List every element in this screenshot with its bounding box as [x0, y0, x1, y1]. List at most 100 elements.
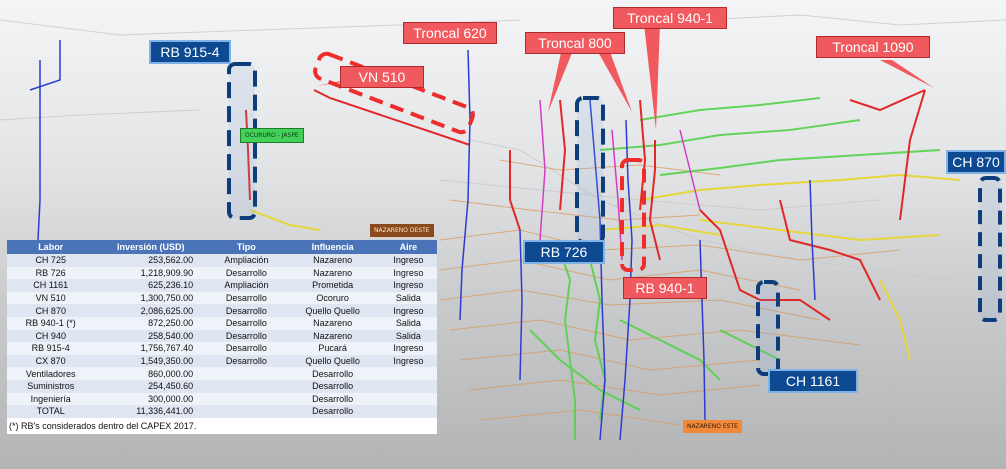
table-cell: Ingreso	[379, 304, 437, 317]
header-influencia: Influencia	[285, 240, 380, 254]
table-cell: 860,000.00	[94, 367, 208, 380]
table-cell: RB 915-4	[7, 342, 95, 355]
table-cell: Desarrollo	[207, 291, 286, 305]
table-cell: 1,549,350.00	[94, 354, 208, 368]
table-cell: Desarrollo	[207, 342, 286, 355]
table-cell: Quello Quello	[285, 354, 380, 368]
table-cell	[207, 405, 286, 418]
table-cell: Ingeniería	[7, 392, 95, 406]
table-cell: Ingreso	[379, 354, 437, 368]
table-cell: Nazareno	[285, 254, 380, 267]
header-tipo: Tipo	[207, 240, 286, 254]
table-cell	[207, 367, 286, 380]
labor-table: Labor Inversión (USD) Tipo Influencia Ai…	[7, 240, 437, 418]
table-cell: Pucará	[285, 342, 380, 355]
table-cell: 253,562.00	[94, 254, 208, 267]
table-cell: VN 510	[7, 291, 95, 305]
callout-rb-915-4: RB 915-4	[149, 40, 231, 64]
table-cell: Ampliación	[207, 279, 286, 292]
table-cell: Ingreso	[379, 342, 437, 355]
table-cell: Desarrollo	[207, 316, 286, 330]
table-cell	[379, 379, 437, 393]
table-cell: CH 725	[7, 254, 95, 267]
callout-troncal-1090: Troncal 1090	[816, 36, 930, 58]
header-aire: Aire	[379, 240, 437, 254]
table-cell: Ampliación	[207, 254, 286, 267]
table-cell	[379, 392, 437, 406]
table-cell: Salida	[379, 329, 437, 343]
header-labor: Labor	[7, 240, 95, 254]
header-inversion: Inversión (USD)	[94, 240, 208, 254]
table-cell: RB 940-1 (*)	[7, 316, 95, 330]
table-cell: RB 726	[7, 266, 95, 280]
table-cell: 872,250.00	[94, 316, 208, 330]
table-cell	[207, 392, 286, 406]
table-cell: 11,336,441.00	[94, 405, 208, 418]
tag-nazareno-este: NAZARENO ESTE	[683, 420, 742, 433]
table-cell: 625,236.10	[94, 279, 208, 292]
table-cell: CX 870	[7, 354, 95, 368]
table-cell: 254,450.60	[94, 379, 208, 393]
table-cell: Ingreso	[379, 266, 437, 280]
table-cell: CH 870	[7, 304, 95, 317]
table-cell: Ventiladores	[7, 367, 95, 380]
table-cell	[379, 405, 437, 418]
callout-vn-510: VN 510	[340, 66, 424, 88]
table-cell: Nazareno	[285, 266, 380, 280]
table-cell: Desarrollo	[285, 379, 380, 393]
table-cell: TOTAL	[7, 405, 95, 418]
callout-troncal-940-1: Troncal 940-1	[613, 7, 727, 29]
table-cell: Nazareno	[285, 329, 380, 343]
table-cell: 300,000.00	[94, 392, 208, 406]
table-cell: 258,540.00	[94, 329, 208, 343]
table-cell: Quello Quello	[285, 304, 380, 317]
table-cell: 2,086,625.00	[94, 304, 208, 317]
callout-ch-870: CH 870	[946, 150, 1006, 174]
table-cell: CH 940	[7, 329, 95, 343]
table-cell	[379, 367, 437, 380]
table-cell: Nazareno	[285, 316, 380, 330]
table-cell: Desarrollo	[207, 266, 286, 280]
tag-ocururo-jaspe: OCURURO - JASPE	[240, 128, 304, 143]
table-cell: Prometida	[285, 279, 380, 292]
table-cell: 1,218,909.90	[94, 266, 208, 280]
table-cell: 1,756,767.40	[94, 342, 208, 355]
table-header-row: Labor Inversión (USD) Tipo Influencia Ai…	[7, 240, 437, 254]
table-cell: CH 1161	[7, 279, 95, 292]
tag-nazareno-deste: NAZARENO DESTE	[370, 224, 434, 237]
table-cell: Desarrollo	[207, 329, 286, 343]
table-cell: Desarrollo	[285, 367, 380, 380]
table-cell: Ingreso	[379, 279, 437, 292]
table-cell: Desarrollo	[285, 405, 380, 418]
table-cell: Ingreso	[379, 254, 437, 267]
table-cell: Desarrollo	[207, 354, 286, 368]
table-cell: Salida	[379, 291, 437, 305]
callout-troncal-620: Troncal 620	[403, 22, 497, 44]
table-cell: Ocoruro	[285, 291, 380, 305]
table-cell: Suministros	[7, 379, 95, 393]
callout-ch-1161: CH 1161	[768, 369, 858, 393]
table-cell	[207, 379, 286, 393]
callout-rb-726: RB 726	[523, 240, 605, 264]
investment-table: Labor Inversión (USD) Tipo Influencia Ai…	[7, 240, 437, 434]
table-cell: Desarrollo	[207, 304, 286, 317]
callout-troncal-800: Troncal 800	[525, 32, 625, 54]
table-cell: Salida	[379, 316, 437, 330]
table-footnote: (*) RB's considerados dentro del CAPEX 2…	[7, 417, 437, 434]
